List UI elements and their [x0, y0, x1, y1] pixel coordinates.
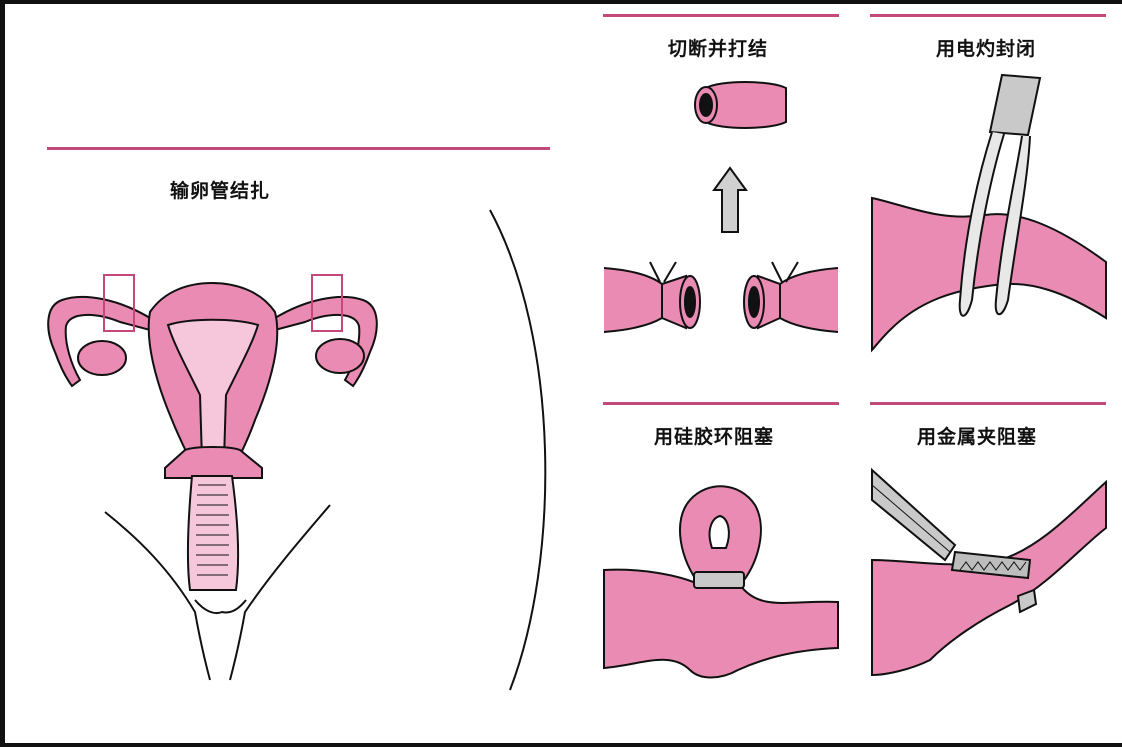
silicone-band — [694, 572, 744, 588]
curved-divider — [490, 210, 545, 690]
vaginal-canal — [188, 476, 238, 590]
uterus-anatomy-illustration — [48, 275, 377, 680]
left-tied-stump — [604, 268, 662, 332]
up-arrow — [714, 168, 746, 232]
metal-clip-illustration — [872, 470, 1106, 675]
left-ovary — [78, 341, 126, 375]
silicone-ring-illustration — [604, 486, 838, 677]
cautery-probe-shaft — [990, 75, 1040, 135]
clip-applicator — [872, 470, 955, 560]
cautery-illustration — [872, 75, 1106, 350]
cervix — [165, 447, 262, 478]
right-ovary — [316, 339, 364, 373]
cautery-tube — [872, 198, 1106, 350]
cut-tie-illustration — [604, 82, 838, 332]
